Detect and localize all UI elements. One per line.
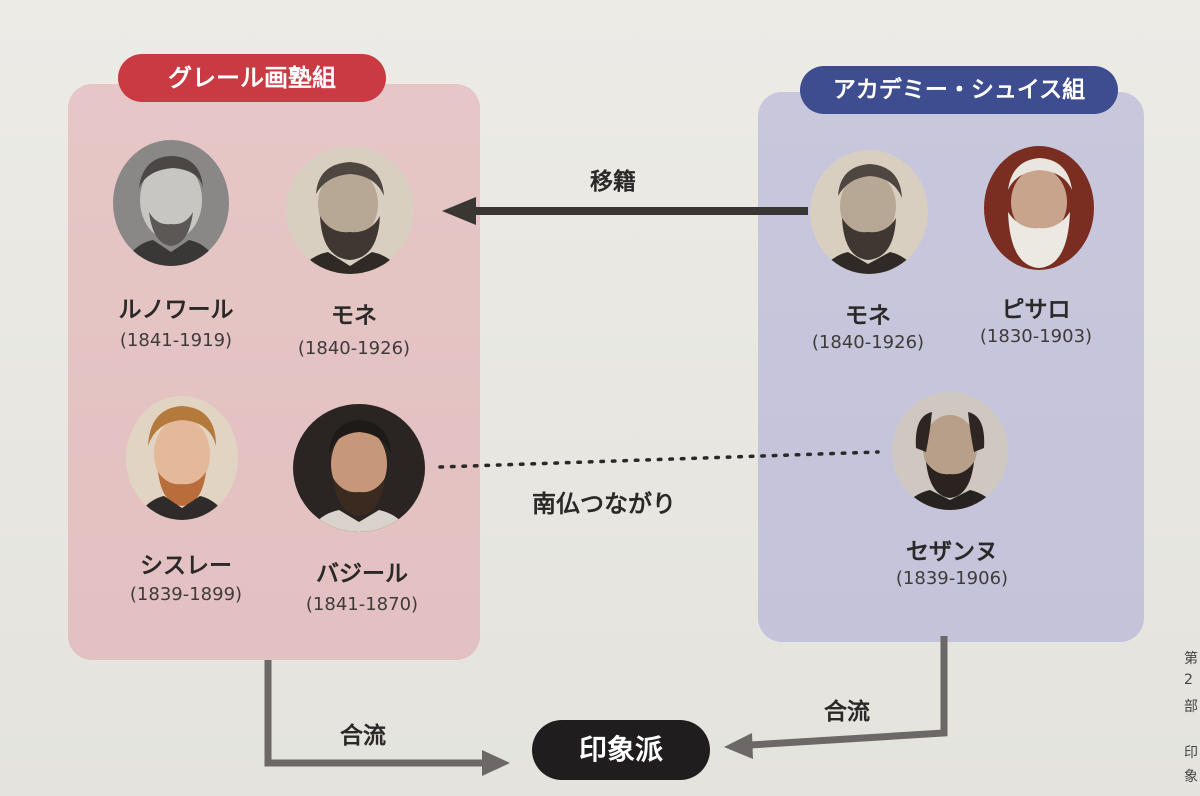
member-name-cezanne: セザンヌ [906, 539, 998, 565]
south-france-label: 南仏つながり [532, 490, 676, 518]
side-note-char-4: 印 [1184, 745, 1198, 761]
member-name-sisley: シスレー [140, 553, 232, 579]
member-name-monet-right: モネ [845, 303, 891, 329]
member-years-bazille: (1841-1870) [305, 594, 419, 615]
merge-label-left: 合流 [340, 723, 386, 749]
member-years-renoir: (1841-1919) [119, 330, 233, 351]
member-name-monet-left: モネ [331, 303, 377, 329]
side-note-char-3: 部 [1184, 699, 1198, 715]
portrait-monet-left-icon [286, 146, 414, 274]
member-name-renoir: ルノワール [118, 297, 234, 323]
merge-arrow-left [264, 660, 510, 776]
member-name-pissarro: ピサロ [1001, 297, 1071, 323]
portrait-pissarro-icon [984, 146, 1094, 270]
group-title-academie-suisse: アカデミー・シュイス組 [800, 66, 1118, 114]
member-years-cezanne: (1839-1906) [895, 568, 1009, 589]
result-impressionism: 印象派 [532, 720, 710, 780]
portrait-bazille-icon [293, 404, 425, 532]
member-name-bazille: バジール [316, 561, 408, 587]
member-years-monet-left: (1840-1926) [297, 338, 411, 359]
member-years-sisley: (1839-1899) [129, 584, 243, 605]
side-note-char-5: 象 [1184, 769, 1198, 785]
side-note-char-2: 2 [1184, 672, 1193, 688]
side-note-char-1: 第 [1184, 651, 1198, 667]
merge-arrow-right [724, 636, 948, 759]
portrait-cezanne-icon [892, 392, 1008, 510]
portrait-monet-right-icon [810, 150, 928, 274]
transfer-label: 移籍 [590, 169, 636, 195]
group-title-gleyre: グレール画塾組 [118, 54, 386, 102]
transfer-arrow [442, 197, 808, 225]
member-years-monet-right: (1840-1926) [811, 332, 925, 353]
member-years-pissarro: (1830-1903) [979, 326, 1093, 347]
merge-label-right: 合流 [824, 699, 870, 725]
portrait-renoir-icon [113, 140, 229, 266]
south-france-dotted-line [438, 450, 880, 469]
portrait-sisley-icon [126, 396, 238, 520]
